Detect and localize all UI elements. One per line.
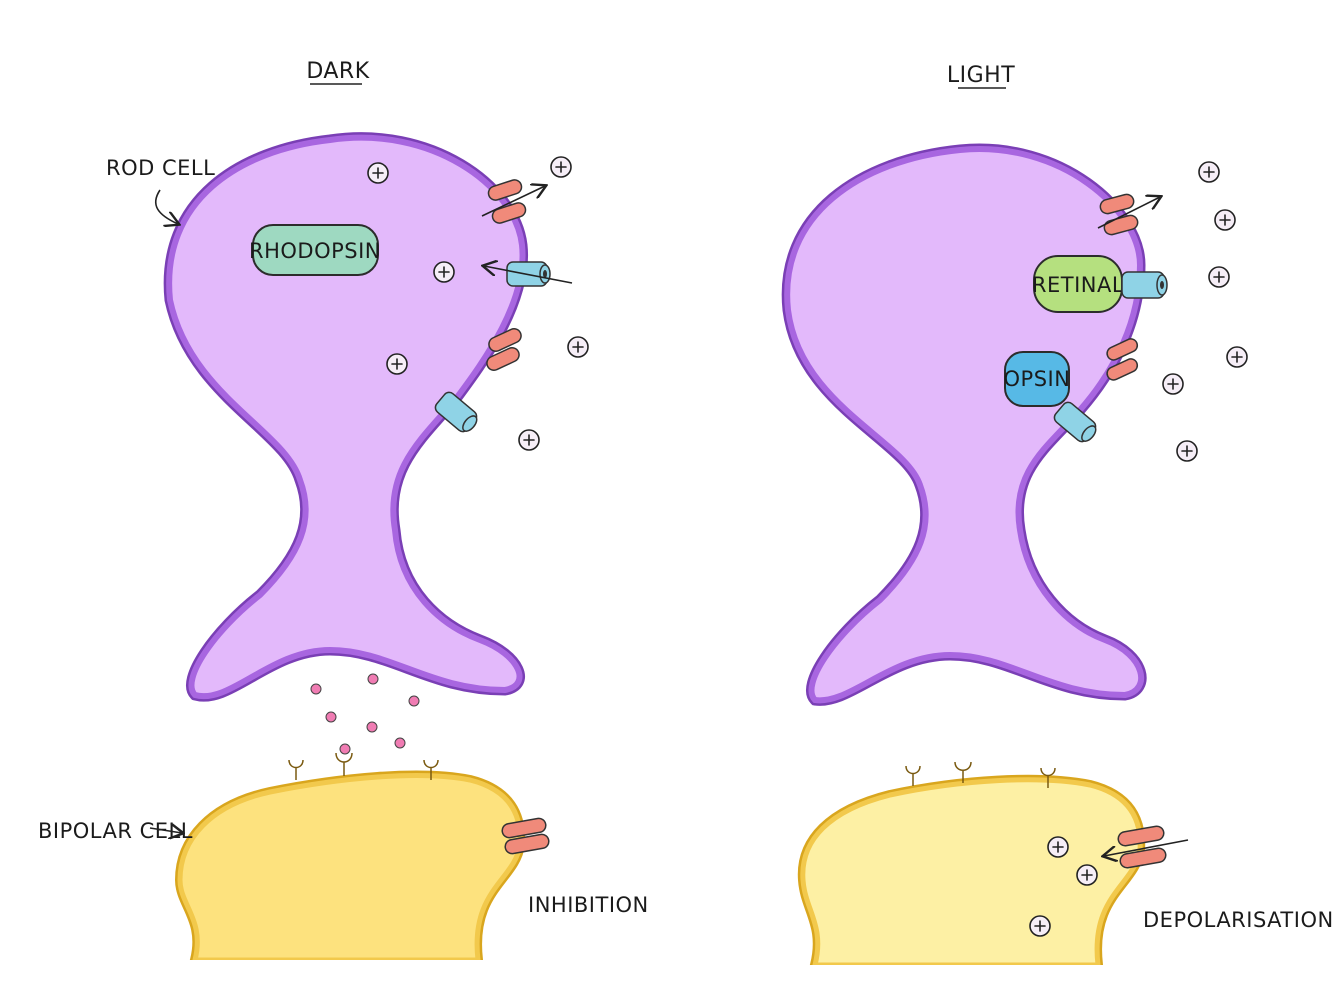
rhodopsin-molecule <box>252 224 379 276</box>
inhibition-label: INHIBITION <box>528 893 649 917</box>
sodium-channel-red-upper-dark <box>481 179 545 224</box>
rod-membrane-inner <box>166 134 526 700</box>
cation <box>1029 915 1051 937</box>
cation <box>567 336 589 358</box>
bipolar-channel-light <box>1104 825 1189 869</box>
rod-cell-pointer <box>154 189 178 224</box>
receptors-dark <box>288 752 439 780</box>
rod-cell-dark <box>163 132 529 702</box>
cation <box>1076 864 1098 886</box>
cation <box>1176 440 1198 462</box>
opsin-label: OPSIN <box>1004 367 1071 391</box>
cation <box>1226 346 1248 368</box>
cation-channel-blue-lower-dark <box>434 391 478 433</box>
sodium-channel-red-lower-dark <box>486 328 522 371</box>
cation <box>1162 373 1184 395</box>
cation-channel-blue-lower-light <box>1053 401 1097 443</box>
cation <box>433 261 455 283</box>
cations-light <box>1162 161 1248 462</box>
bipolar-membrane-inner <box>177 773 523 963</box>
bipolar-cell-light <box>790 774 1146 1000</box>
cation <box>550 156 572 178</box>
opsin-molecule <box>1004 351 1070 407</box>
receptors-light <box>905 761 1056 788</box>
cation <box>1214 209 1236 231</box>
bipolar-cell-pointer <box>149 828 182 833</box>
retinal-label: RETINAL <box>1032 273 1124 297</box>
cation <box>367 162 389 184</box>
neurotransmitter-dots <box>310 673 420 755</box>
cation <box>518 429 540 451</box>
bipolar-cell-dark <box>170 770 526 1000</box>
bipolar-channel-dark <box>501 817 550 855</box>
dark-heading: DARK <box>306 59 369 84</box>
sodium-channel-red-upper-light <box>1097 193 1160 236</box>
cation-channel-blue-light <box>1121 271 1168 299</box>
light-heading: LIGHT <box>947 63 1015 88</box>
rod-cell-label: ROD CELL <box>106 156 215 180</box>
cation <box>386 353 408 375</box>
cation-channel-blue-dark <box>484 262 573 287</box>
sodium-channel-red-lower-light <box>1106 338 1139 381</box>
cation <box>1198 161 1220 183</box>
cation <box>1047 836 1069 858</box>
rhodopsin-label: RHODOPSIN <box>249 239 381 263</box>
cation <box>1208 266 1230 288</box>
depolarisation-label: DEPOLARISATION <box>1143 908 1334 932</box>
